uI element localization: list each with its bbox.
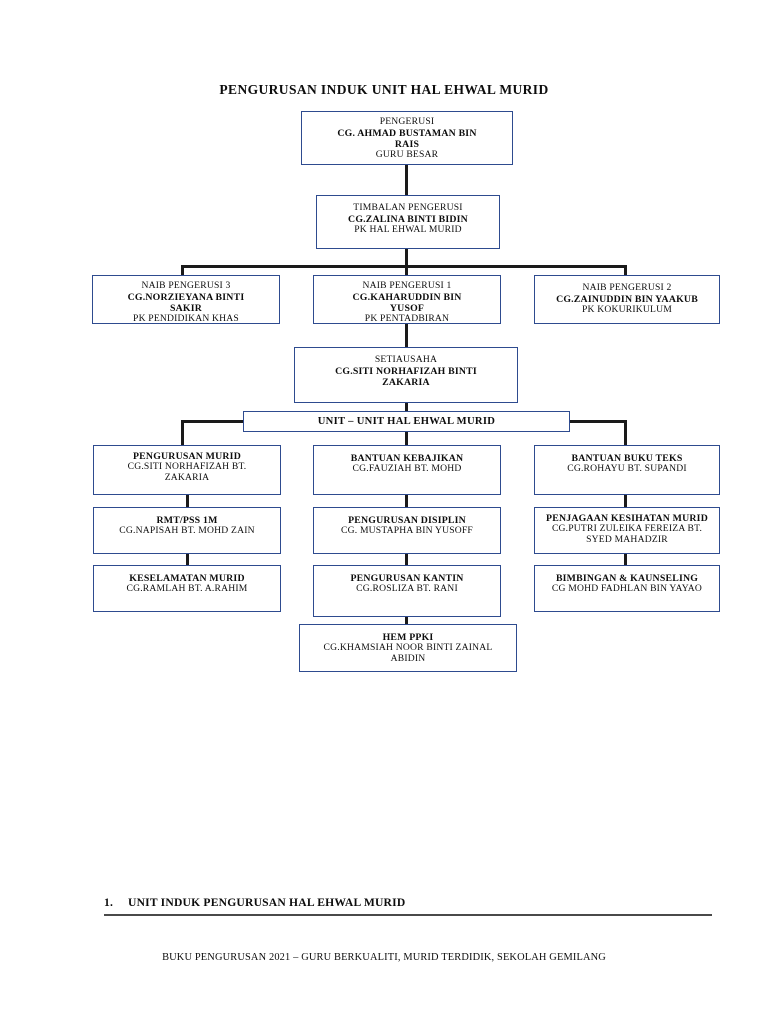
unit-title: BIMBINGAN & KAUNSELING [555,573,699,584]
unit-person-line2: ABIDIN [390,652,426,664]
unit-box-pengurusan-kantin: PENGURUSAN KANTIN CG.ROSLIZA BT. RANI [313,565,501,617]
org-box-vicechair-2: NAIB PENGERUSI 2 CG.ZAINUDDIN BIN YAAKUB… [534,275,720,324]
connector-vicechair-bus [181,265,627,268]
vicechair-3-name: CG.NORZIEYANA BINTI [127,291,245,303]
unit-person: CG MOHD FADHLAN BIN YAYAO [551,583,703,595]
connector-units-bus-right [568,420,627,423]
connector-units-bus-left [181,420,245,423]
unit-box-bantuan-kebajikan: BANTUAN KEBAJIKAN CG.FAUZIAH BT. MOHD [313,445,501,495]
unit-person-line2: ZAKARIA [164,471,210,483]
unit-title: PENJAGAAN KESIHATAN MURID [546,513,708,524]
vicechair-2-name: CG.ZAINUDDIN BIN YAAKUB [556,293,698,305]
unit-box-penjagaan-kesihatan-murid: PENJAGAAN KESIHATAN MURID CG.PUTRI ZULEI… [534,507,720,554]
vicechair-1-name-line2: YUSOF [389,302,425,314]
secretary-name-line2: ZAKARIA [382,376,430,388]
page-title: PENGURUSAN INDUK UNIT HAL EHWAL MURID [219,82,549,97]
vicechair-1-name: CG.KAHARUDDIN BIN [352,291,462,303]
connector-bus-to-vicechair-1 [405,265,408,277]
unit-box-hem-ppki: HEM PPKI CG.KHAMSIAH NOOR BINTI ZAINAL A… [299,624,517,672]
connector-secretary-to-unitbar [405,401,408,413]
connector-units-bus-to-right-column [624,420,627,446]
org-box-secretary: SETIAUSAHA CG.SITI NORHAFIZAH BINTI ZAKA… [294,347,518,403]
unit-person: CG.RAMLAH BT. A.RAHIM [126,583,248,595]
vicechair-3-position: PK PENDIDIKAN KHAS [133,312,239,324]
connector-middle-1-to-2 [405,493,408,508]
unit-box-rmt-pss-1m: RMT/PSS 1M CG.NAPISAH BT. MOHD ZAIN [93,507,281,554]
units-bar-label: UNIT – UNIT HAL EHWAL MURID [317,416,496,427]
chairman-name: CG. AHMAD BUSTAMAN BIN [337,127,477,139]
unit-person: CG.PUTRI ZULEIKA FEREIZA BT. [551,523,703,535]
unit-box-pengurusan-disiplin: PENGURUSAN DISIPLIN CG. MUSTAPHA BIN YUS… [313,507,501,554]
connector-left-2-to-3 [186,552,189,566]
unit-person: CG.ROSLIZA BT. RANI [356,583,458,595]
unit-title: HEM PPKI [382,632,434,643]
unit-title: PENGURUSAN MURID [133,451,241,462]
vicechair-2-role: NAIB PENGERUSI 2 [582,282,672,293]
section-divider [104,914,712,916]
section-heading-text: UNIT INDUK PENGURUSAN HAL EHWAL MURID [128,896,406,909]
unit-person: CG.ROHAYU BT. SUPANDI [567,463,687,475]
unit-title: PENGURUSAN DISIPLIN [348,515,466,526]
secretary-role: SETIAUSAHA [374,354,438,365]
connector-middle-3-to-4 [405,615,408,627]
chairman-name-line2: RAIS [394,138,420,150]
unit-person: CG.KHAMSIAH NOOR BINTI ZAINAL [323,642,493,654]
connector-right-1-to-2 [624,493,627,508]
chairman-role: PENGERUSI [379,116,435,127]
vicechair-1-position: PK PENTADBIRAN [364,312,450,324]
vicechair-3-name-line2: SAKIR [169,302,203,314]
unit-title: PENGURUSAN KANTIN [350,573,464,584]
connector-middle-2-to-3 [405,552,408,566]
unit-person: CG.FAUZIAH BT. MOHD [352,463,462,475]
unit-person: CG.NAPISAH BT. MOHD ZAIN [119,525,255,537]
vicechair-3-role: NAIB PENGERUSI 3 [141,280,231,291]
connector-bus-to-vicechair-3 [181,265,184,277]
connector-chairman-to-deputy [405,158,408,196]
deputy-role: TIMBALAN PENGERUSI [353,202,463,213]
units-bar: UNIT – UNIT HAL EHWAL MURID [243,411,570,432]
chairman-position: GURU BESAR [375,148,439,160]
unit-person: CG. MUSTAPHA BIN YUSOFF [341,525,473,537]
section-heading: 1. UNIT INDUK PENGURUSAN HAL EHWAL MURID [104,896,714,909]
secretary-name: CG.SITI NORHAFIZAH BINTI [335,365,477,377]
deputy-name: CG.ZALINA BINTI BIDIN [348,213,468,225]
unit-title: RMT/PSS 1M [156,515,218,526]
connector-right-2-to-3 [624,552,627,566]
org-box-deputy: TIMBALAN PENGERUSI CG.ZALINA BINTI BIDIN… [316,195,500,249]
unit-title: KESELAMATAN MURID [129,573,245,584]
unit-person: CG.SITI NORHAFIZAH BT. [127,461,247,473]
deputy-position: PK HAL EHWAL MURID [354,223,462,235]
connector-bus-to-vicechair-2 [624,265,627,277]
unit-person-line2: SYED MAHADZIR [586,533,668,545]
org-box-chairman: PENGERUSI CG. AHMAD BUSTAMAN BIN RAIS GU… [301,111,513,165]
connector-left-1-to-2 [186,493,189,508]
page-footer: BUKU PENGURUSAN 2021 – GURU BERKUALITI, … [162,952,606,963]
org-box-vicechair-3: NAIB PENGERUSI 3 CG.NORZIEYANA BINTI SAK… [92,275,280,324]
connector-units-bus-to-left-column [181,420,184,446]
unit-title: BANTUAN BUKU TEKS [571,453,683,464]
unit-title: BANTUAN KEBAJIKAN [350,453,464,464]
connector-vicechair-to-secretary [405,322,408,348]
vicechair-2-position: PK KOKURIKULUM [582,303,672,315]
connector-deputy-down [405,246,408,268]
section-number: 1. [104,896,114,909]
vicechair-1-role: NAIB PENGERUSI 1 [362,280,452,291]
connector-units-bus-to-middle-column [405,430,408,446]
unit-box-bantuan-buku-teks: BANTUAN BUKU TEKS CG.ROHAYU BT. SUPANDI [534,445,720,495]
unit-box-bimbingan-kaunseling: BIMBINGAN & KAUNSELING CG MOHD FADHLAN B… [534,565,720,612]
org-box-vicechair-1: NAIB PENGERUSI 1 CG.KAHARUDDIN BIN YUSOF… [313,275,501,324]
unit-box-pengurusan-murid: PENGURUSAN MURID CG.SITI NORHAFIZAH BT. … [93,445,281,495]
unit-box-keselamatan-murid: KESELAMATAN MURID CG.RAMLAH BT. A.RAHIM [93,565,281,612]
